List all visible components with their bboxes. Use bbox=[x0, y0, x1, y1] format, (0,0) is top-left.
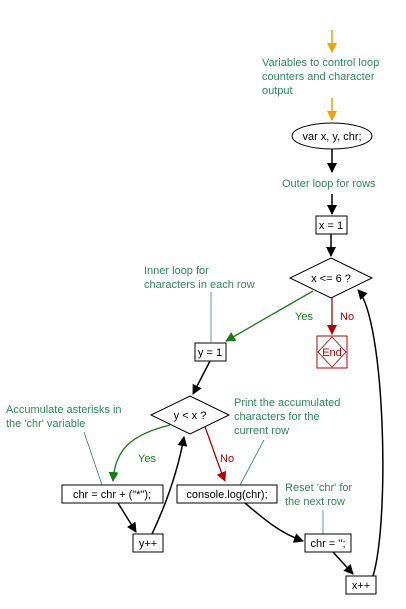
edge-log-to-reset bbox=[244, 502, 304, 543]
edge-y-yes bbox=[108, 424, 171, 482]
annotation-accumulate: Accumulate asterisks in the 'chr' variab… bbox=[6, 404, 125, 430]
annotation-reset: Reset 'chr' for the next row bbox=[285, 482, 355, 508]
x-condition-label: x <= 6 ? bbox=[311, 273, 351, 285]
y-condition-node bbox=[149, 395, 231, 435]
y-init-label: y = 1 bbox=[198, 347, 222, 359]
x-yes-label: Yes bbox=[295, 311, 313, 323]
end-label: End bbox=[322, 347, 342, 359]
y-condition-label: y < x ? bbox=[174, 410, 207, 422]
edge-accumulate-to-y-inc bbox=[117, 502, 137, 533]
x-inc-node bbox=[345, 575, 377, 595]
y-init-node bbox=[194, 342, 227, 362]
edge-y-inc-to-cond bbox=[151, 436, 188, 535]
edge-reset-to-x-inc bbox=[332, 551, 354, 575]
annotation-accumulate-connector bbox=[83, 431, 103, 486]
edge-y-no bbox=[204, 426, 226, 482]
x-init-label: x = 1 bbox=[319, 220, 343, 232]
log-node bbox=[176, 484, 278, 504]
reset-label: chr = ''; bbox=[310, 538, 345, 550]
accumulate-label: chr = chr + ("*"); bbox=[73, 489, 151, 501]
x-inc-label: x++ bbox=[352, 580, 370, 592]
annotation-variables: Variables to control loop counters and c… bbox=[262, 57, 382, 97]
end-node-diamond bbox=[317, 336, 347, 368]
edge-x-inc-to-cond bbox=[357, 289, 384, 577]
y-inc-label: y++ bbox=[139, 538, 157, 550]
annotation-inner-loop: Inner loop for characters in each row bbox=[144, 265, 255, 291]
y-no-label: No bbox=[220, 453, 234, 465]
y-inc-node bbox=[132, 533, 164, 553]
y-yes-label: Yes bbox=[138, 453, 156, 465]
annotation-print: Print the accumulated characters for the… bbox=[234, 397, 343, 437]
declare-label: var x, y, chr; bbox=[302, 131, 361, 143]
edge-x-yes bbox=[225, 290, 314, 342]
edge-y-init-to-cond bbox=[192, 360, 211, 395]
x-condition-node bbox=[288, 257, 374, 299]
reset-node bbox=[304, 533, 352, 553]
annotation-print-connector bbox=[239, 439, 265, 486]
annotation-outer-loop: Outer loop for rows bbox=[282, 178, 376, 190]
end-node bbox=[316, 335, 348, 369]
accumulate-node bbox=[61, 484, 164, 504]
log-label: console.log(chr); bbox=[186, 489, 267, 501]
x-no-label: No bbox=[340, 311, 354, 323]
